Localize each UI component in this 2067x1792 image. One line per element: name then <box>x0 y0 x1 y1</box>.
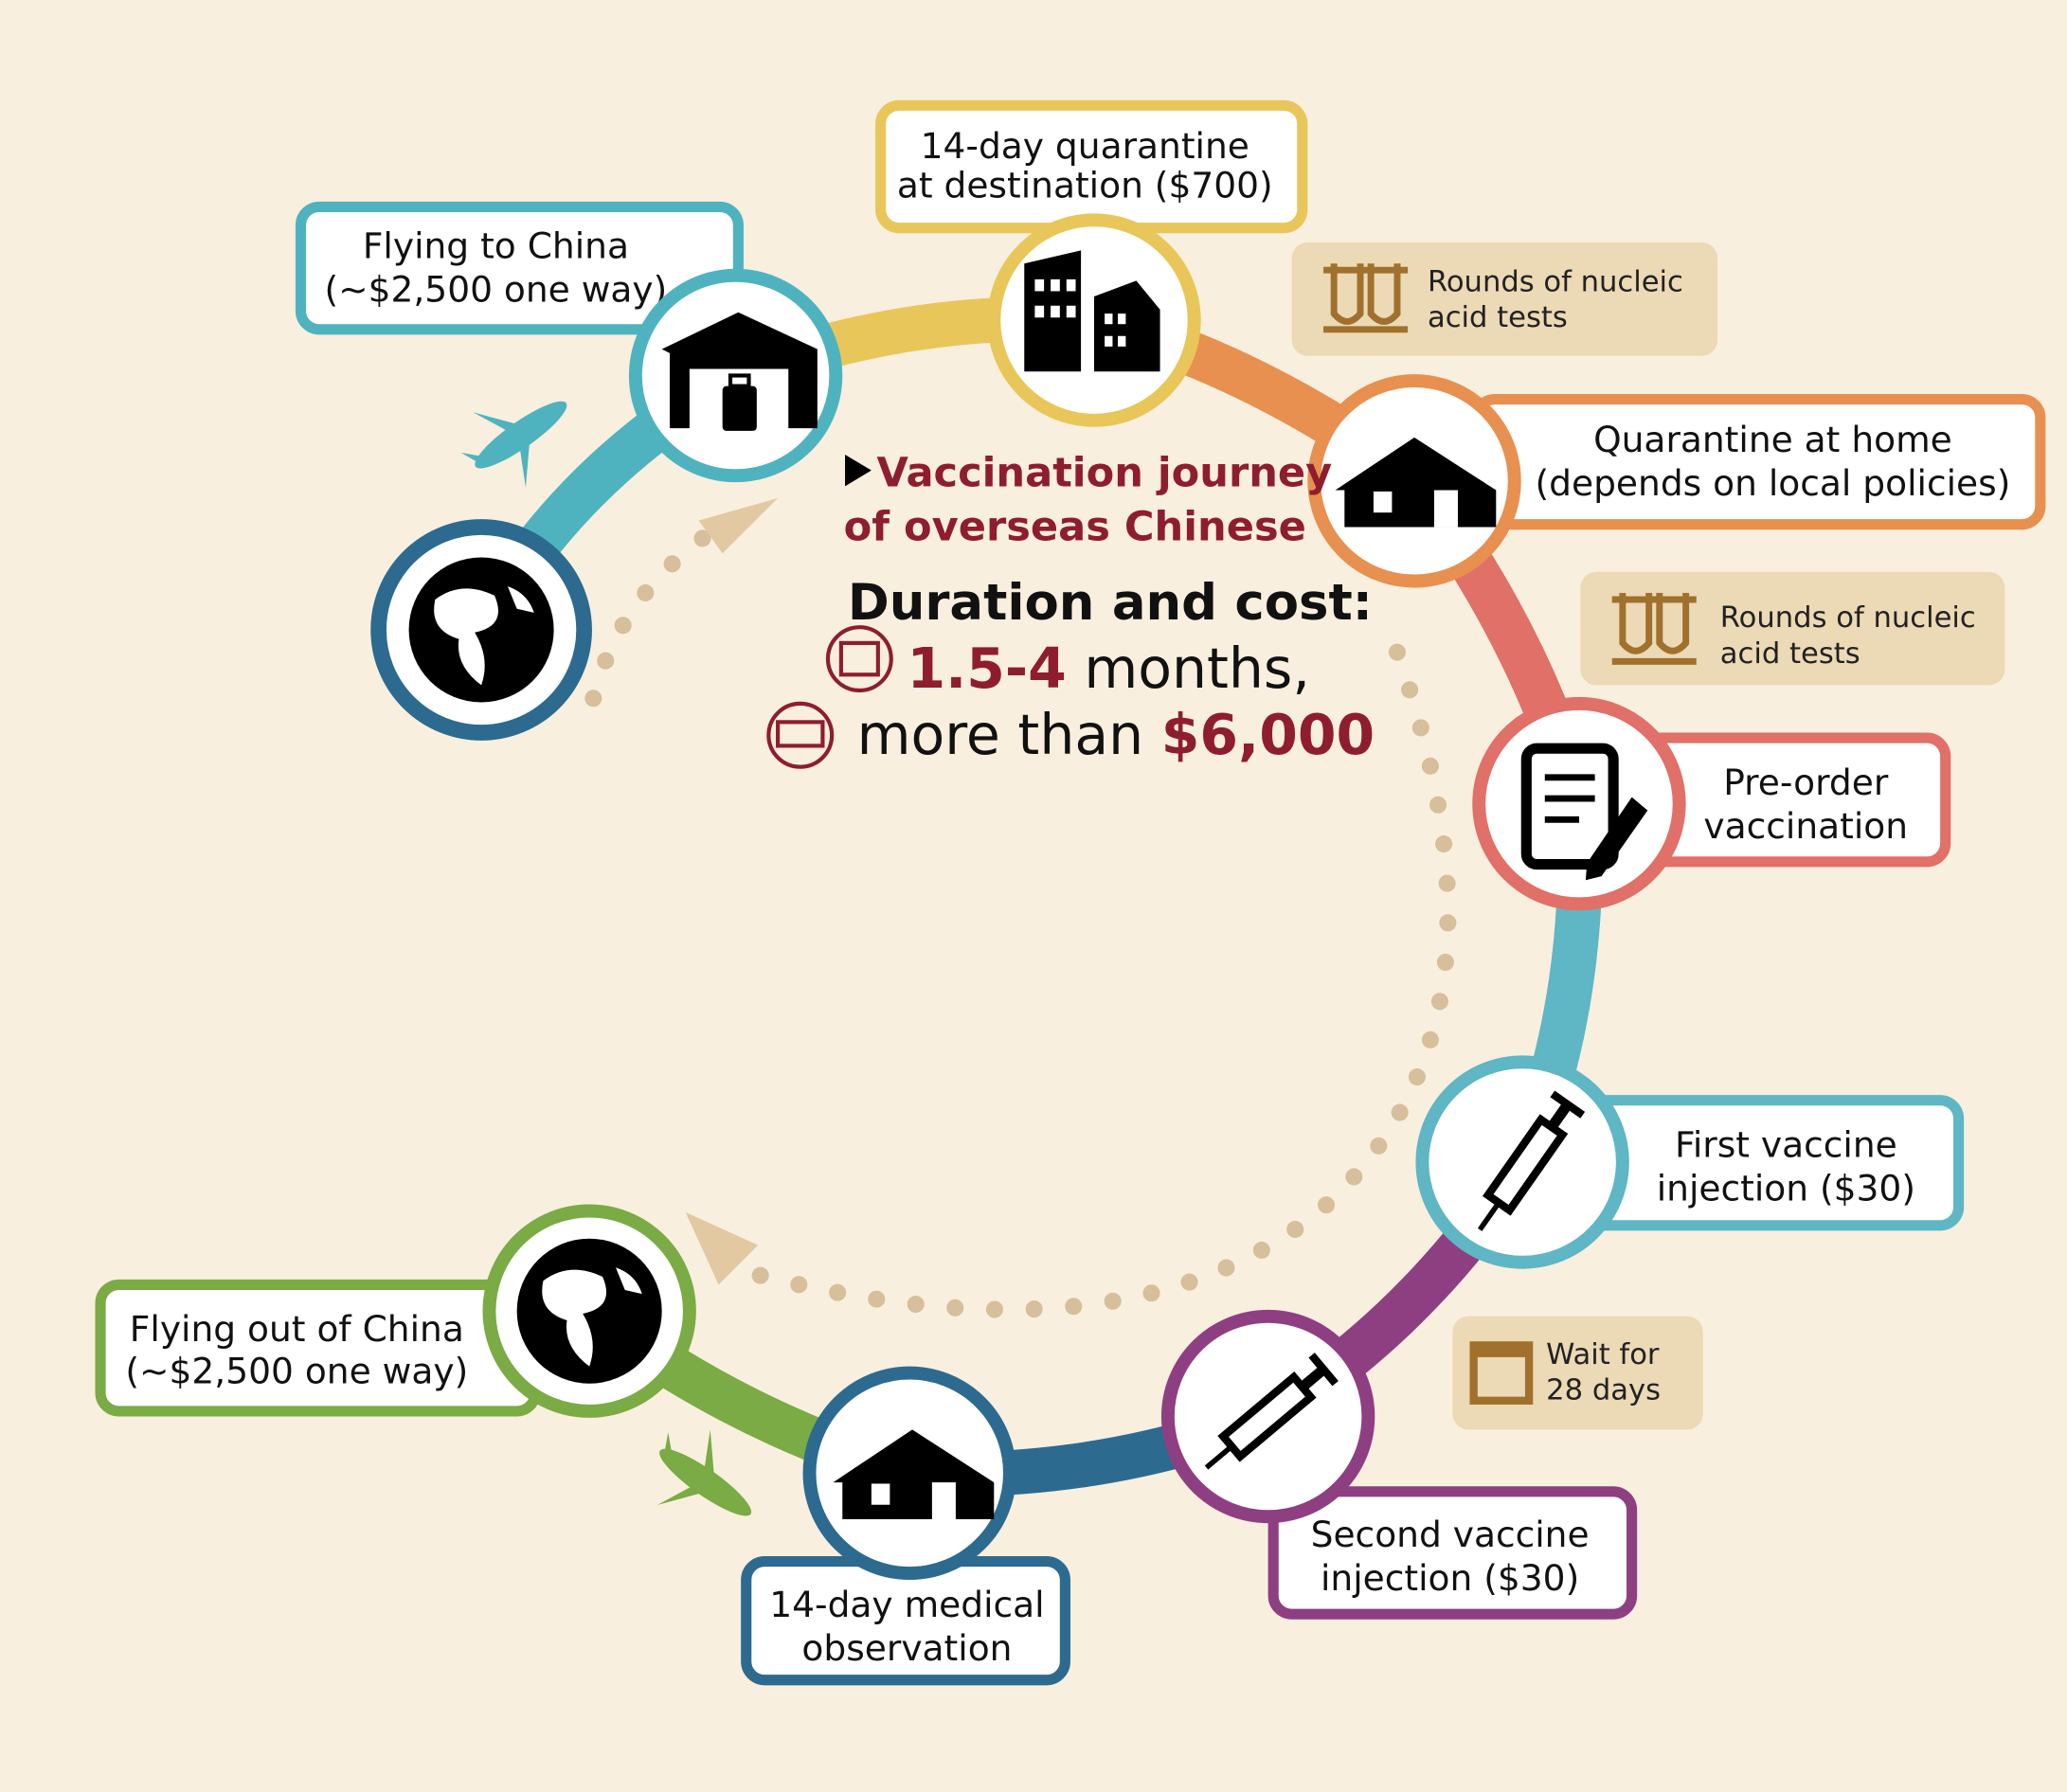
svg-text:acid tests: acid tests <box>1720 637 1860 671</box>
dotted-return-path-top <box>584 518 728 708</box>
svg-text:Flying out of China: Flying out of China <box>130 1308 464 1350</box>
svg-text:observation: observation <box>801 1627 1012 1669</box>
node-airport <box>628 268 843 483</box>
note-nucleic-tests-2: Rounds of nucleic acid tests <box>1580 571 2005 686</box>
step-label-flying-to-china: Flying to China (~$2,500 one way) <box>295 201 744 335</box>
node-hotel-quarantine <box>987 213 1201 427</box>
test-tubes-icon <box>1323 263 1409 333</box>
svg-text:Rounds of nucleic: Rounds of nucleic <box>1428 265 1683 298</box>
svg-text:Wait for: Wait for <box>1546 1338 1660 1371</box>
svg-text:at destination ($700): at destination ($700) <box>897 165 1273 206</box>
svg-text:28 days: 28 days <box>1546 1373 1661 1407</box>
buildings-icon <box>1024 250 1160 372</box>
svg-text:Flying to China: Flying to China <box>363 225 629 267</box>
svg-text:injection ($30): injection ($30) <box>1657 1167 1915 1209</box>
step-label-first-injection: First vaccine injection ($30) <box>1576 1095 1965 1231</box>
svg-text:1.5-4 months,: 1.5-4 months, <box>907 636 1309 701</box>
svg-text:Rounds of nucleic: Rounds of nucleic <box>1720 601 1976 635</box>
svg-text:of overseas Chinese: of overseas Chinese <box>844 503 1306 550</box>
step-label-flying-out: Flying out of China (~$2,500 one way) <box>95 1279 541 1417</box>
calendar-icon <box>825 625 893 693</box>
node-globe-start <box>370 519 592 741</box>
document-pen-icon <box>1520 743 1648 881</box>
airport-luggage-icon <box>661 312 818 431</box>
svg-text:First vaccine: First vaccine <box>1675 1123 1897 1165</box>
triangle-bullet-icon <box>845 454 872 487</box>
center-title: Vaccination journey of overseas Chinese … <box>766 449 1375 769</box>
globe-icon <box>516 1238 662 1384</box>
arrow-head-bottom <box>685 1211 759 1285</box>
svg-text:Quarantine at home: Quarantine at home <box>1593 419 1952 460</box>
house-icon <box>833 1429 995 1520</box>
house-icon <box>1335 437 1497 528</box>
svg-text:more than $6,000: more than $6,000 <box>857 703 1375 767</box>
svg-text:Pre-order: Pre-order <box>1723 762 1889 803</box>
calendar-icon <box>1469 1341 1534 1405</box>
node-home-quarantine <box>1307 374 1521 588</box>
step-label-second-injection: Second vaccine injection ($30) <box>1267 1486 1638 1620</box>
svg-text:injection ($30): injection ($30) <box>1321 1557 1579 1599</box>
svg-text:(~$2,500 one way): (~$2,500 one way) <box>125 1351 468 1392</box>
test-tubes-icon <box>1611 593 1697 665</box>
svg-text:14-day medical: 14-day medical <box>769 1584 1044 1625</box>
node-first-injection <box>1415 1055 1629 1269</box>
node-globe-end <box>482 1204 696 1418</box>
step-label-quarantine-destination: 14-day quarantine at destination ($700) <box>875 99 1308 234</box>
note-wait-28-days: Wait for 28 days <box>1452 1316 1703 1430</box>
globe-icon <box>408 557 554 703</box>
svg-text:14-day quarantine: 14-day quarantine <box>921 125 1249 167</box>
step-label-preorder: Pre-order vaccination <box>1628 732 1951 868</box>
node-medical-observation <box>802 1366 1016 1581</box>
svg-text:acid tests: acid tests <box>1428 301 1568 334</box>
node-second-injection <box>1160 1309 1375 1524</box>
airplane-icon <box>460 401 567 488</box>
airplane-icon <box>656 1429 752 1516</box>
syringe-icon <box>1477 1090 1586 1231</box>
syringe-icon <box>1204 1353 1339 1470</box>
svg-text:vaccination: vaccination <box>1703 805 1908 847</box>
svg-text:Vaccination journey: Vaccination journey <box>876 449 1332 496</box>
svg-text:Second vaccine: Second vaccine <box>1311 1514 1590 1555</box>
note-nucleic-tests-1: Rounds of nucleic acid tests <box>1291 242 1718 356</box>
step-label-medical-observation: 14-day medical observation <box>741 1555 1070 1686</box>
arrow-head-top <box>698 497 779 554</box>
money-icon <box>766 701 835 769</box>
step-label-quarantine-home: Quarantine at home (depends on local pol… <box>1470 393 2046 530</box>
svg-text:Duration and cost:: Duration and cost: <box>848 574 1373 632</box>
svg-text:(depends on local policies): (depends on local policies) <box>1536 462 2011 504</box>
node-preorder <box>1472 696 1686 911</box>
svg-text:(~$2,500 one way): (~$2,500 one way) <box>324 269 667 311</box>
